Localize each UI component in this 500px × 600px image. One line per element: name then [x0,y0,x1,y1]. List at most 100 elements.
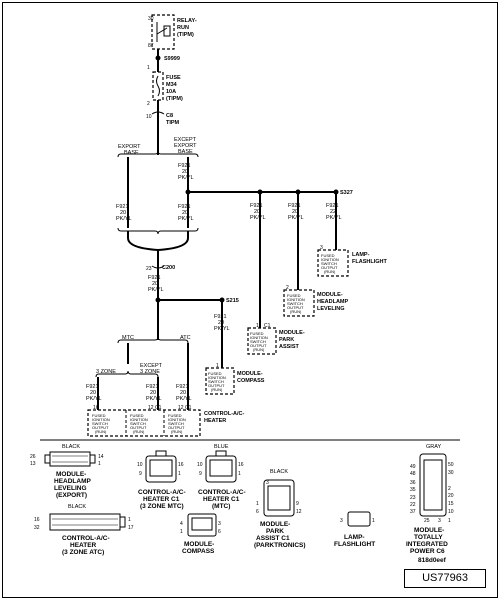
pin: 1 [372,518,375,524]
fused-l2: IGNITION [321,257,339,262]
connector-heater-atc: BLACK 16 32 1 17 CONTROL-A/C- HEATER (3 … [34,504,134,556]
relay-run: 30 87 RELAY- RUN (TIPM) [148,14,197,50]
pin: 3 [438,518,441,524]
fused-l3: SWITCH [168,421,184,426]
image-code: 818d0eef [418,557,447,564]
fused-l3: SWITCH [250,339,266,344]
cap-l3: (MTC) [212,503,230,510]
mod-l1: CONTROL-A/C- [204,411,244,417]
pin: 15 [448,501,454,507]
cap-l3: (3 ZONE MTC) [140,503,184,510]
except3-l1: EXCEPT [140,363,163,369]
cap-l1: CONTROL-A/C- [198,489,246,496]
fused-l1: FUSED [130,413,144,418]
pin: 9 [199,471,202,477]
fused-l2: IGNITION [287,297,305,302]
pin: 2 [286,285,289,291]
pin: 22 [410,502,416,508]
cap-l4: (PARKTRONICS) [254,542,306,549]
cap-l2: COMPASS [182,548,215,555]
fused-l3: SWITCH [208,379,224,384]
pin: 12 [148,405,154,411]
wire-label: F921 [178,204,191,210]
pin: 6 [218,529,221,535]
pin: 1 [98,461,101,467]
wire-color: PK/YL [178,216,194,222]
fused-l1: FUSED [92,413,106,418]
fused-l4: OUTPUT [92,425,109,430]
pin: 32 [34,525,40,531]
relay-box [151,14,175,50]
relay-sub2: (TIPM) [177,32,194,38]
cap-l2: HEATER C1 [143,496,180,503]
mod-l1: LAMP- [352,252,370,258]
connector-compass: 4 1 3 6 MODULE- COMPASS [180,513,221,555]
branch-except-l1: EXCEPT [174,137,197,143]
fused-l3: SWITCH [92,421,108,426]
c200-pin: 23 [146,266,152,272]
color: BLACK [270,469,288,475]
module-flashlight: 3 FUSED IGNITION SWITCH OUTPUT (RUN) LAM… [317,245,387,277]
pin: 9 [139,471,142,477]
fused-l1: FUSED [287,293,301,298]
wire-gauge: 20 [292,209,298,215]
pin: 50 [448,462,454,468]
fused-l2: IGNITION [92,417,110,422]
mod-l2: COMPASS [237,378,265,384]
color: BLUE [214,444,229,450]
pin: 1 [216,363,219,369]
pin: 10 [137,462,143,468]
fused-l1: FUSED [168,413,182,418]
pin: 1 [178,471,181,477]
connector-tipm-c6: GRAY 49 48 36 35 23 22 37 50 30 2 20 15 … [406,444,454,564]
cap-l4: (EXPORT) [56,492,87,499]
wire-gauge: 20 [182,210,188,216]
module-park-assist: 1 C1 FUSED IGNITION SWITCH OUTPUT (RUN) … [247,323,305,355]
pin: 23 [410,495,416,501]
mod-l1: MODULE- [317,292,343,298]
pin: 16 [93,405,99,411]
wire-label: F921 [146,384,159,390]
pin: 20 [448,493,454,499]
cap-l1: MODULE- [184,541,214,548]
fused-l5: (RUN) [133,429,145,434]
fuse-sub: (TIPM) [166,96,183,102]
fused-l2: IGNITION [130,417,148,422]
wire-gauge: 20 [180,390,186,396]
module-control-ac-heater: 16 12 C1 12 C1 FUSED IGNITION SWITCH OUT… [87,405,244,437]
splice-s9999-dot [155,55,161,61]
mod-l2: FLASHLIGHT [352,259,387,265]
cap-l1: CONTROL-A/C- [138,489,186,496]
cap-l2: HEATER [70,542,97,549]
connector-heater-3zone-mtc: 10 9 16 1 CONTROL-A/C- HEATER C1 (3 ZONE… [137,450,186,510]
wire-label: F921 [250,203,263,209]
wire-color: PK/YL [148,287,164,293]
pin: 1 [128,517,131,523]
wire-label: F921 [178,163,191,169]
pin: 13 [30,461,36,467]
splice-dot [185,189,191,195]
splice-s9999-label: S9999 [164,56,180,62]
pin: 49 [410,464,416,470]
conn: C1 [155,405,162,411]
fused-l5: (RUN) [290,309,302,314]
pin: 10 [448,509,454,515]
cap-l2: PARK [266,528,284,535]
wire-color: PK/YL [214,326,230,332]
pin: 10 [197,462,203,468]
fused-l5: (RUN) [211,387,223,392]
branch-export-l1: EXPORT [118,144,141,150]
wire-gauge-22: 22 [330,209,336,215]
wire-color: PK/YL [326,215,342,221]
fuse-rating: 10A [166,89,176,95]
cap-l2: FLASHLIGHT [334,541,375,548]
fused-l4: OUTPUT [287,305,304,310]
fused-l2: IGNITION [168,417,186,422]
cap-l2: HEATER C1 [203,496,240,503]
fused-l4: OUTPUT [321,265,338,270]
conn: C1 [185,405,192,411]
wire-label: F921 [176,384,189,390]
wire-gauge: 20 [254,209,260,215]
except3-l2: 3 ZONE [140,369,160,375]
mod-l3: ASSIST [279,344,300,350]
